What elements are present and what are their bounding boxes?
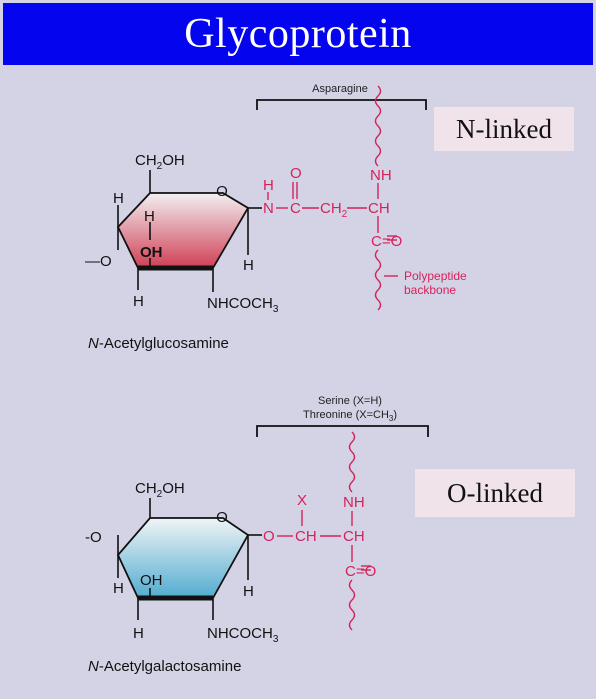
o-bracket-line-1: Serine (X=H) [318,395,382,407]
o-sugar-name: N-Acetylgalactosamine [88,658,241,675]
o-left-o: -O [85,529,102,546]
o-ring-oxygen: O [216,509,228,526]
n-h-lower-right: H [243,257,254,274]
n-chain-co: C=O [371,233,402,250]
n-glycosidic-o: —O [85,253,112,270]
page-title: Glycoprotein [184,11,412,57]
o-chain-nh: NH [343,494,365,511]
n-chain-bonds [267,85,398,311]
n-h-inner: H [144,208,155,225]
o-ch2oh-label: CH2OH [135,480,185,500]
n-polypeptide-label-2: backbone [404,283,456,297]
n-sugar-ring [116,192,250,269]
n-linked-label: N-linked [456,113,552,144]
o-sugar-ring [116,517,250,599]
o-chain-bonds [277,431,371,631]
n-linked-section: Asparagine CH2OH O H H OH H H —O NHCOCH [85,83,467,352]
n-ring-oxygen: O [216,183,228,200]
n-polypeptide-label-1: Polypeptide [404,269,467,283]
title-bar: Glycoprotein [3,3,593,65]
n-chain-nh: NH [370,167,392,184]
o-chain-ch1: CH [295,528,317,545]
o-serine-chain: O X CH CH NH C=O [263,492,376,580]
n-sugar-name: N-Acetylglucosamine [88,335,229,352]
o-serine-threonine-bracket [256,425,429,437]
n-nhcoch3-label: NHCOCH3 [207,295,279,315]
n-chain-ch2: CH2 [320,200,348,220]
o-linked-label-box: O-linked [415,469,575,517]
o-linked-section: Serine (X=H) Threonine (X=CH3) CH2OH O -… [85,395,429,675]
o-h-bottom: H [133,625,144,642]
n-chain-c: C [290,200,301,217]
n-asparagine-chain: H N O C CH2 CH NH C=O [263,165,402,250]
n-h-bottom: H [133,293,144,310]
o-h-left: H [113,580,124,597]
n-chain-h: H [263,177,274,194]
o-h-right: H [243,583,254,600]
n-oh-label: OH [140,244,163,261]
o-linked-label: O-linked [447,477,543,508]
o-chain-x: X [297,492,307,509]
o-oh-label: OH [140,572,163,589]
n-bracket-label: Asparagine [312,83,368,95]
n-chain-carbonyl-o: O [290,165,302,182]
o-chain-co: C=O [345,563,376,580]
n-h-upper-left: H [113,190,124,207]
n-ch2oh-label: CH2OH [135,152,185,172]
n-linked-label-box: N-linked [434,107,574,151]
n-chain-ch: CH [368,200,390,217]
n-chain-n: N [263,200,274,217]
o-nhcoch3-label: NHCOCH3 [207,625,279,645]
o-chain-ch2: CH [343,528,365,545]
o-chain-o: O [263,528,275,545]
o-bracket-line-2: Threonine (X=CH3) [303,409,397,423]
n-asparagine-bracket [256,99,427,110]
